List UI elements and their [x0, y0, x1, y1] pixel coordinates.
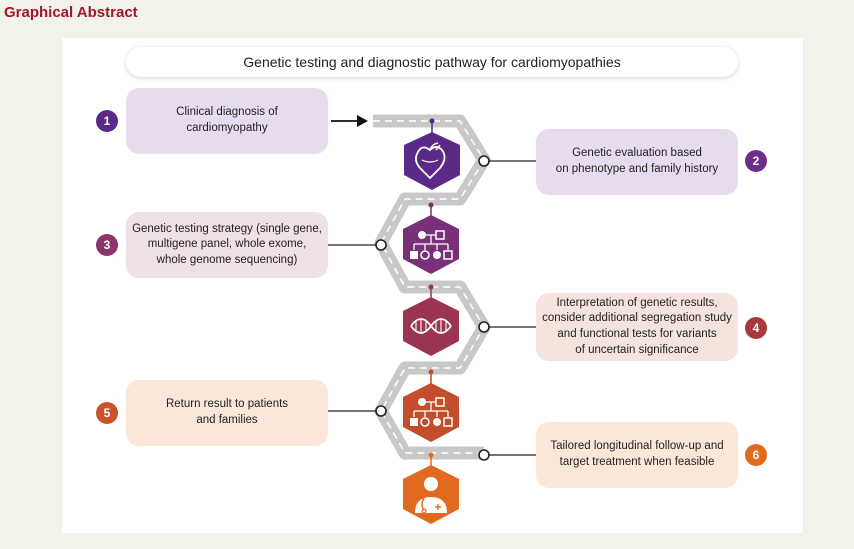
heart-icon [404, 132, 460, 190]
step-6-badge: 6 [745, 444, 767, 466]
step-3-badge: 3 [96, 234, 118, 256]
step-2-box: Genetic evaluation based on phenotype an… [536, 129, 738, 195]
step-5-badge: 5 [96, 402, 118, 424]
step-3-text: Genetic testing strategy (single gene, m… [132, 222, 322, 266]
pedigree-icon [403, 215, 459, 274]
pathway-pins [428, 118, 435, 466]
step-5-text: Return result to patients and families [165, 398, 289, 426]
step-2-badge: 2 [745, 150, 767, 172]
step-2-text: Genetic evaluation based on phenotype an… [555, 147, 719, 175]
start-arrow [331, 115, 368, 127]
step-3-box: Genetic testing strategy (single gene, m… [126, 212, 328, 278]
step-1-badge: 1 [96, 110, 118, 132]
step-1-text: Clinical diagnosis of cardiomyopathy [176, 106, 278, 134]
diagram-title: Genetic testing and diagnostic pathway f… [126, 47, 738, 77]
pedigree-result-icon [403, 383, 459, 442]
doctor-icon [403, 465, 459, 524]
step-4-box: Interpretation of genetic results, consi… [536, 293, 738, 361]
connector-nodes [375, 155, 490, 461]
connector-lines [328, 160, 536, 456]
step-6-box: Tailored longitudinal follow-up and targ… [536, 422, 738, 488]
step-4-badge: 4 [745, 317, 767, 339]
dna-icon [403, 297, 459, 356]
step-4-text: Interpretation of genetic results, consi… [542, 296, 732, 356]
step-5-box: Return result to patients and families [126, 380, 328, 446]
step-1-box: Clinical diagnosis of cardiomyopathy [126, 88, 328, 154]
step-6-text: Tailored longitudinal follow-up and targ… [550, 440, 724, 468]
graphical-abstract-label: Graphical Abstract [4, 4, 138, 21]
